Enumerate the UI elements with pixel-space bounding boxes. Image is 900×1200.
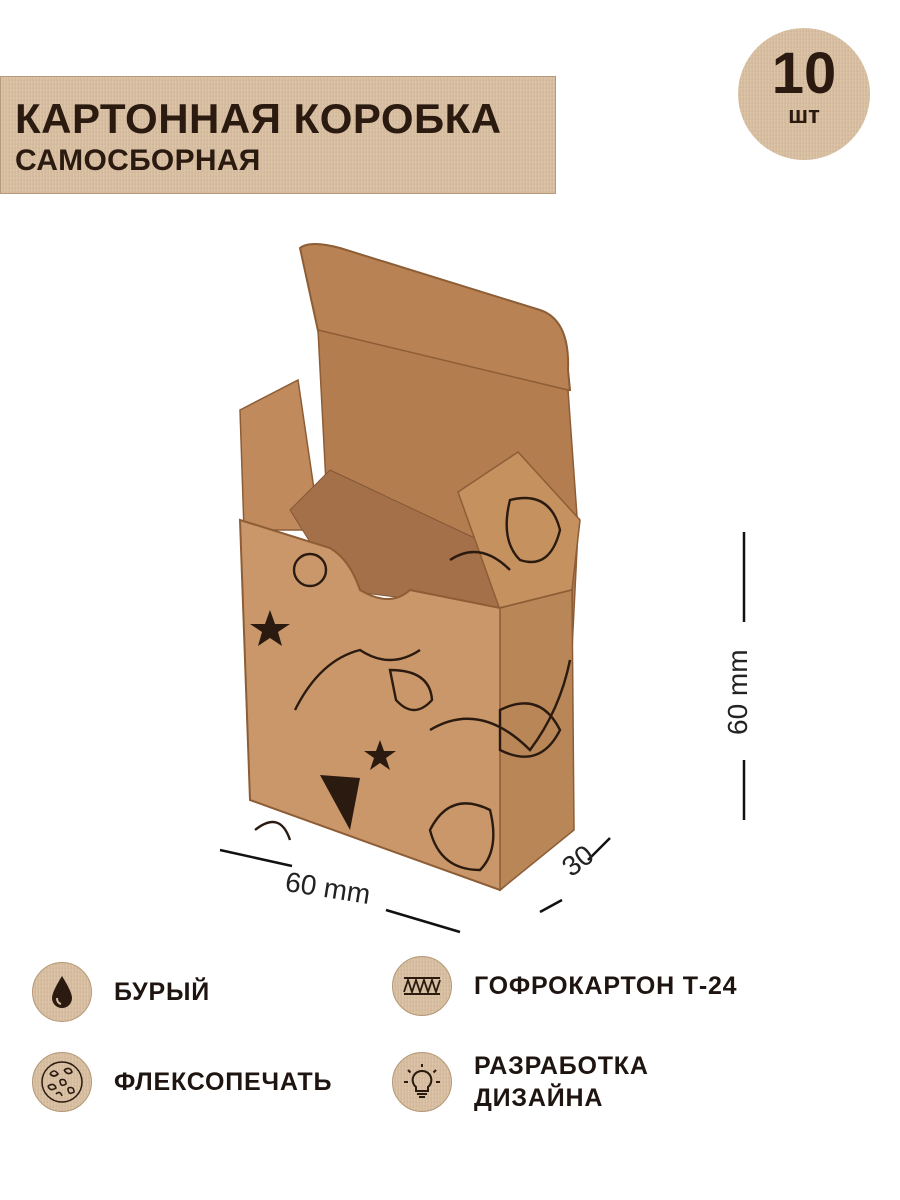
drop-icon [32, 962, 92, 1022]
box-lid [298, 243, 572, 402]
corrugated-icon [392, 956, 452, 1016]
feature-material: ГОФРОКАРТОН Т-24 [392, 956, 737, 1016]
height-dimension: 60 mm [722, 649, 753, 735]
feature-material-label: ГОФРОКАРТОН Т-24 [474, 972, 738, 1000]
cardboard-box-image [238, 243, 581, 892]
star-icon [250, 610, 290, 646]
quantity-unit: шт [788, 102, 820, 129]
product-title: КАРТОННАЯ КОРОБКА [15, 95, 502, 142]
quantity-badge: 10 шт [738, 28, 870, 160]
feature-color-label: БУРЫЙ [114, 978, 211, 1006]
box-right-tab [457, 451, 581, 611]
depth-dim-line [587, 837, 611, 861]
quantity-number: 10 [771, 41, 837, 106]
depth-dim-line [539, 898, 563, 914]
product-subtitle: САМОСБОРНАЯ [15, 144, 261, 177]
feature-design: РАЗРАБОТКА ДИЗАЙНА [392, 1050, 694, 1114]
box-print-decor [250, 496, 572, 872]
width-dim-line [385, 908, 461, 934]
feature-design-label: РАЗРАБОТКА ДИЗАЙНА [474, 1052, 649, 1112]
title-banner: КАРТОННАЯ КОРОБКА САМОСБОРНАЯ [0, 76, 556, 194]
feature-print-label: ФЛЕКСОПЕЧАТЬ [114, 1068, 333, 1096]
lightbulb-icon [392, 1052, 452, 1112]
pattern-icon [32, 1052, 92, 1112]
feature-color: БУРЫЙ [32, 962, 210, 1022]
width-dim-line [219, 848, 293, 868]
feature-print: ФЛЕКСОПЕЧАТЬ [32, 1052, 332, 1112]
star-icon [364, 740, 396, 770]
